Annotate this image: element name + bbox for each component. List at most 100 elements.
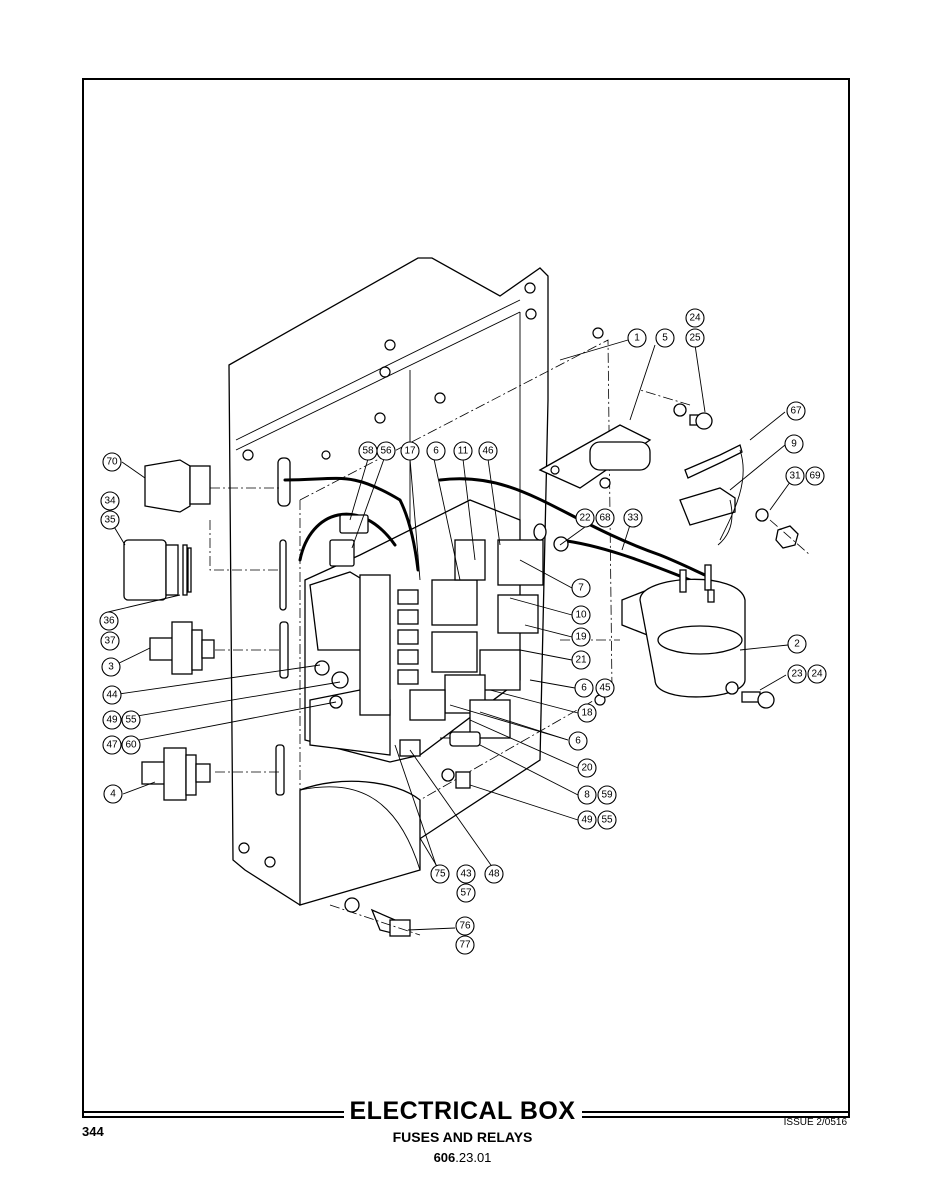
callout-22: 22	[575, 508, 595, 528]
callout-33: 33	[623, 508, 643, 528]
svg-text:33: 33	[627, 513, 639, 524]
callout-31: 31	[785, 466, 805, 486]
callout-49: 49	[577, 810, 597, 830]
callout-58: 58	[358, 441, 378, 461]
fuse-holder-assembly	[538, 424, 652, 489]
section-reference-bold: 606	[433, 1150, 456, 1165]
svg-text:25: 25	[689, 333, 701, 344]
svg-text:37: 37	[104, 636, 116, 647]
callout-6: 6	[574, 678, 594, 698]
callout-23: 23	[787, 664, 807, 684]
link-straps	[679, 444, 744, 546]
callout-25: 25	[685, 328, 705, 348]
callout-36: 36	[99, 611, 119, 631]
svg-text:36: 36	[103, 616, 115, 627]
svg-text:2: 2	[794, 639, 800, 650]
callout-57: 57	[456, 883, 476, 903]
svg-text:70: 70	[106, 457, 118, 468]
svg-text:48: 48	[488, 869, 500, 880]
page-subtitle: FUSES AND RELAYS	[392, 1129, 533, 1145]
svg-text:1: 1	[634, 333, 640, 344]
page-title: ELECTRICAL BOX	[343, 1096, 582, 1126]
callout-24: 24	[685, 308, 705, 328]
callout-10: 10	[571, 605, 591, 625]
callout-21: 21	[571, 650, 591, 670]
svg-text:43: 43	[460, 869, 472, 880]
svg-text:18: 18	[581, 708, 593, 719]
callout-35: 35	[100, 510, 120, 530]
svg-text:21: 21	[575, 655, 587, 666]
svg-text:57: 57	[460, 888, 472, 899]
callout-60: 60	[121, 735, 141, 755]
callout-43: 43	[456, 864, 476, 884]
section-reference-rest: .23.01	[455, 1150, 492, 1165]
svg-text:60: 60	[125, 740, 137, 751]
svg-text:67: 67	[790, 406, 802, 417]
callout-48: 48	[484, 864, 504, 884]
callout-59: 59	[597, 785, 617, 805]
callout-2: 2	[787, 634, 807, 654]
callout-1: 1	[627, 328, 647, 348]
bulkhead-connector-upper	[149, 621, 215, 675]
svg-text:24: 24	[811, 669, 823, 680]
callout-77: 77	[455, 935, 475, 955]
svg-text:55: 55	[125, 715, 137, 726]
callout-49: 49	[102, 710, 122, 730]
section-reference: 606.23.01	[0, 1150, 925, 1165]
svg-text:58: 58	[362, 446, 374, 457]
callout-5: 5	[655, 328, 675, 348]
svg-text:56: 56	[380, 446, 392, 457]
callout-47: 47	[102, 735, 122, 755]
callout-7: 7	[571, 578, 591, 598]
callout-56: 56	[376, 441, 396, 461]
callout-76: 76	[455, 916, 475, 936]
callout-9: 9	[784, 434, 804, 454]
callout-4: 4	[103, 784, 123, 804]
callout-18: 18	[577, 703, 597, 723]
svg-text:24: 24	[689, 313, 701, 324]
callout-20: 20	[577, 758, 597, 778]
svg-text:19: 19	[575, 632, 587, 643]
callout-37: 37	[100, 631, 120, 651]
callout-44: 44	[102, 685, 122, 705]
svg-text:75: 75	[434, 869, 446, 880]
callout-70: 70	[102, 452, 122, 472]
title-block: ELECTRICAL BOX	[0, 1096, 925, 1126]
svg-text:8: 8	[584, 790, 590, 801]
svg-text:7: 7	[578, 583, 584, 594]
plate-slots	[275, 457, 291, 796]
callout-67: 67	[786, 401, 806, 421]
callout-6: 6	[568, 731, 588, 751]
svg-text:6: 6	[575, 736, 581, 747]
svg-text:31: 31	[789, 471, 801, 482]
callout-55: 55	[121, 710, 141, 730]
callout-69: 69	[805, 466, 825, 486]
callout-34: 34	[100, 491, 120, 511]
svg-text:11: 11	[458, 446, 469, 457]
svg-text:49: 49	[106, 715, 118, 726]
svg-text:47: 47	[106, 740, 118, 751]
svg-text:5: 5	[662, 333, 668, 344]
svg-text:10: 10	[575, 610, 587, 621]
earth-wire	[299, 786, 421, 871]
gland-nut	[123, 539, 192, 601]
svg-text:45: 45	[599, 683, 611, 694]
issue-label: ISSUE 2/0516	[783, 1117, 847, 1128]
svg-text:68: 68	[599, 513, 611, 524]
svg-text:69: 69	[809, 471, 821, 482]
svg-text:35: 35	[104, 515, 116, 526]
callout-75: 75	[430, 864, 450, 884]
svg-text:17: 17	[404, 446, 416, 457]
mounting-bolt	[344, 897, 411, 937]
svg-text:55: 55	[601, 815, 613, 826]
callout-3: 3	[101, 657, 121, 677]
svg-text:76: 76	[459, 921, 471, 932]
callout-6: 6	[426, 441, 446, 461]
callout-19: 19	[571, 627, 591, 647]
svg-text:44: 44	[106, 690, 118, 701]
callout-11: 11	[453, 441, 473, 461]
harness-fittings	[329, 514, 569, 567]
svg-text:9: 9	[791, 439, 797, 450]
svg-text:6: 6	[581, 683, 587, 694]
